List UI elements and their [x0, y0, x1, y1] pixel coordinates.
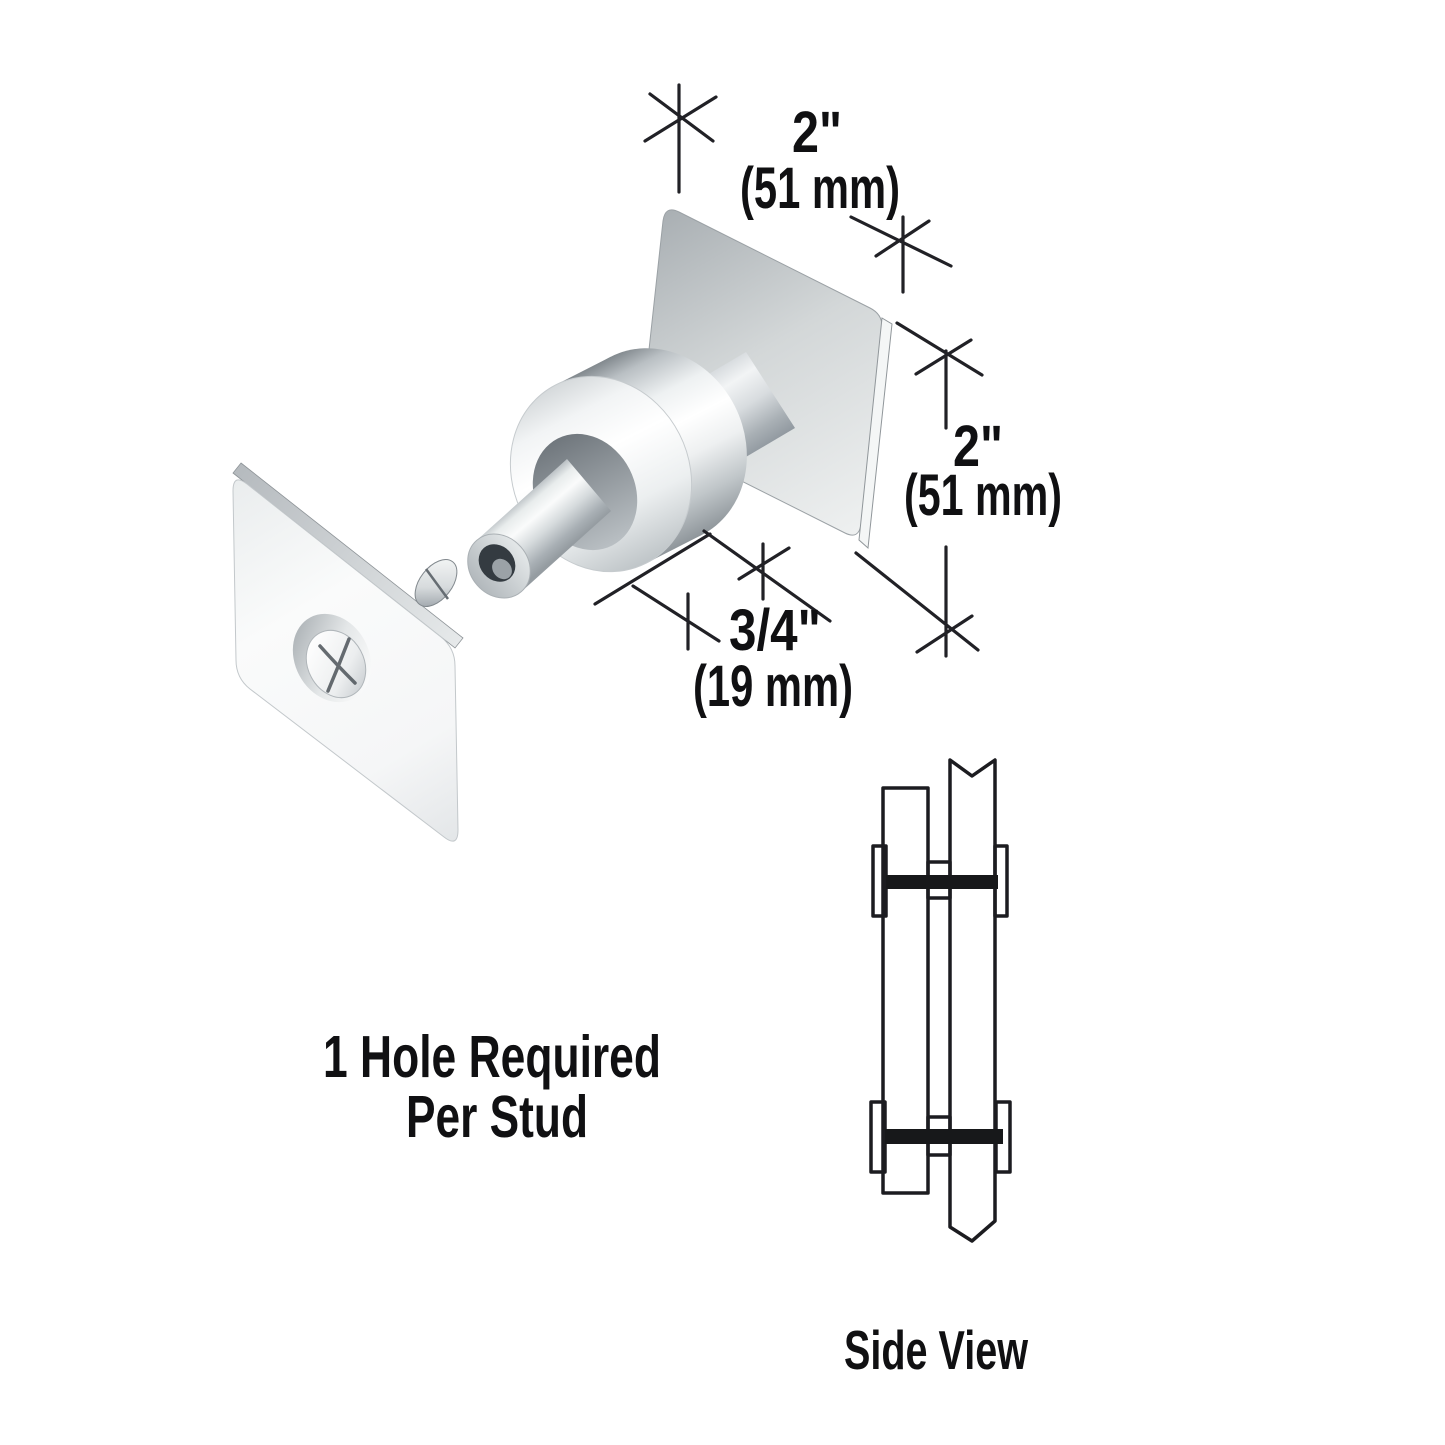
side-view-bottom-stud-bar — [885, 1129, 1003, 1144]
dimension-depth: 3/4" (19 mm) — [593, 529, 853, 719]
dimension-depth-ticks — [593, 529, 832, 651]
dimension-width-value: 2" — [792, 100, 842, 165]
dimension-height-ticks — [854, 321, 984, 658]
stud-tip-socket-floor — [492, 558, 512, 580]
dimension-depth-metric: (19 mm) — [693, 654, 853, 719]
dimension-width-ticks — [643, 83, 953, 294]
note-line2: Per Stud — [406, 1084, 588, 1150]
note-line1: 1 Hole Required — [323, 1024, 661, 1090]
phillips-cross-icon — [318, 637, 357, 693]
side-view-label: Side View — [844, 1319, 1028, 1381]
installation-note: 1 Hole Required Per Stud — [323, 1024, 661, 1150]
dimension-width-metric: (51 mm) — [740, 156, 900, 221]
side-view: Side View — [844, 758, 1028, 1381]
dimension-height-value: 2" — [953, 414, 1003, 479]
stud-tip — [467, 459, 611, 599]
dimension-height: 2" (51 mm) — [854, 321, 1062, 658]
side-view-right-panel — [948, 758, 997, 1243]
side-view-top-stud-bar — [886, 875, 998, 889]
side-view-left-panel — [881, 786, 930, 1195]
dimension-width: 2" (51 mm) — [643, 83, 953, 294]
dimension-height-metric: (51 mm) — [904, 463, 1062, 528]
mount-screw-slot — [424, 568, 450, 600]
front-plate-edge — [232, 462, 464, 649]
back-plate-edge — [858, 317, 893, 550]
front-plate — [232, 462, 464, 842]
dimension-depth-value: 3/4" — [729, 598, 821, 663]
mount-screw — [414, 559, 458, 607]
exploded-view — [232, 209, 893, 842]
